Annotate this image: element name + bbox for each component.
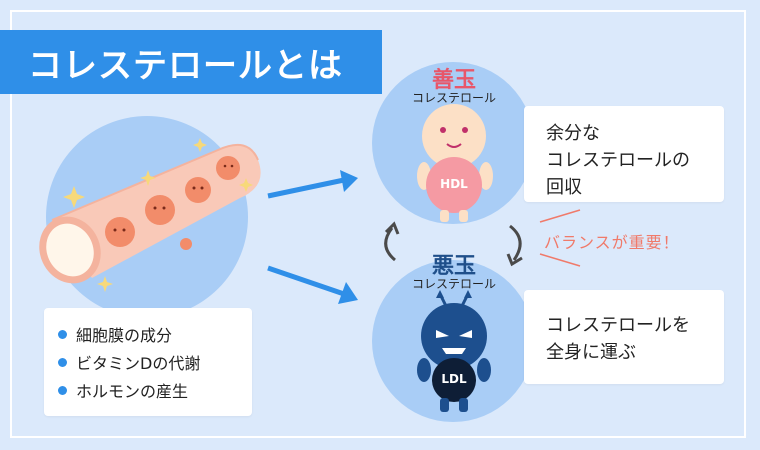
bullet-icon (58, 385, 67, 395)
bullet-icon (58, 357, 67, 367)
good-cholesterol-description: 余分な コレステロールの 回収 (524, 106, 724, 202)
balance-note-lines (539, 209, 581, 267)
hdl-character-icon (417, 104, 493, 222)
hdl-badge: HDL (440, 177, 468, 191)
description-line: コレステロールの (546, 150, 690, 171)
page-title: コレステロールとは (0, 30, 382, 94)
description-line: コレステロールを (546, 315, 690, 336)
sparkle-icons (63, 138, 253, 292)
list-item: ホルモンの産生 (58, 376, 252, 404)
list-item: ビタミンDの代謝 (58, 348, 252, 376)
bad-cholesterol-subtitle: コレステロール (411, 277, 496, 291)
description-line: 回収 (546, 177, 582, 198)
arrow-to-bad-icon (267, 265, 358, 304)
description-line: 余分な (546, 123, 600, 144)
ldl-badge: LDL (441, 372, 467, 386)
good-cholesterol-name: 善玉 (431, 68, 476, 93)
function-list-card: 細胞膜の成分 ビタミンDの代謝 ホルモンの産生 (44, 308, 252, 416)
cholesterol-particles (105, 156, 240, 250)
balance-note: バランスが重要！ (544, 233, 680, 252)
cycle-arrow-left-icon (384, 221, 400, 262)
cycle-arrow-right-icon (506, 224, 523, 267)
list-item-label: ホルモンの産生 (76, 382, 189, 401)
description-line: 全身に運ぶ (546, 342, 636, 363)
good-cholesterol-subtitle: コレステロール (411, 91, 496, 105)
list-item-label: 細胞膜の成分 (76, 326, 173, 345)
bullet-icon (58, 329, 67, 339)
bad-cholesterol-name: 悪玉 (431, 254, 476, 279)
arrow-to-good-icon (267, 170, 358, 199)
ldl-character-icon (417, 290, 491, 412)
content-frame (10, 10, 746, 438)
list-item-label: ビタミンDの代謝 (76, 354, 201, 373)
list-item: 細胞膜の成分 (58, 320, 252, 348)
bad-cholesterol-description: コレステロールを 全身に運ぶ (524, 290, 724, 384)
